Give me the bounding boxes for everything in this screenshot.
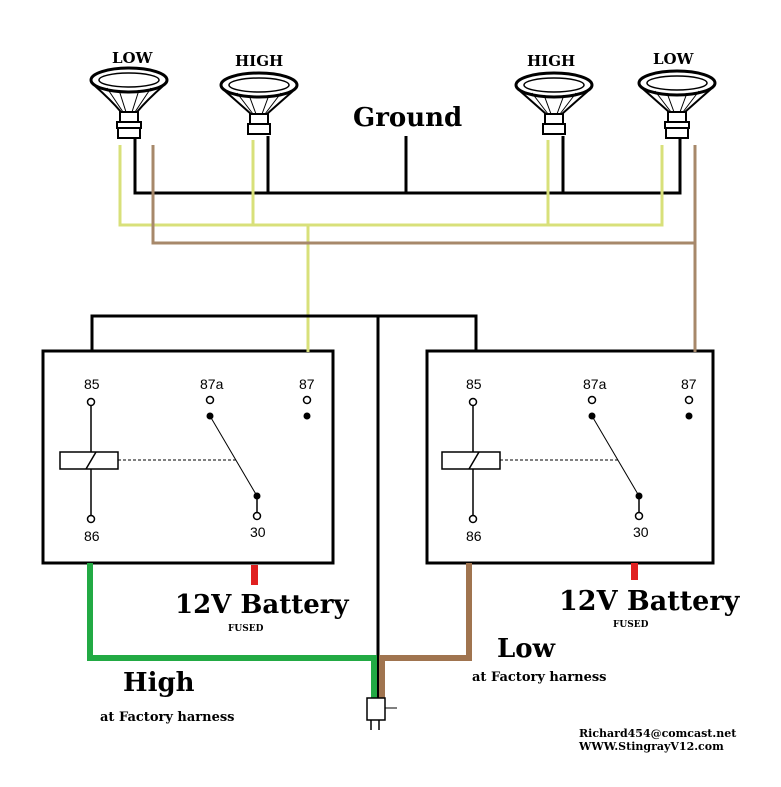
high-harness-label: High [123,668,195,698]
relay-right: 85 87a 87 86 30 [425,349,715,565]
relay-left: 85 87a 87 86 30 [41,349,335,565]
lamp-left-low [89,66,169,139]
battery-label-right: 12V Battery [559,586,741,617]
high-beam-wire [118,140,664,350]
lamp-label-left-low: LOW [112,49,154,67]
credit-email: Richard454@comcast.net [579,727,737,740]
battery-sub-left: FUSED [228,624,264,634]
low-beam-wire [151,145,697,350]
credit-site: WWW.StingrayV12.com [578,740,724,753]
battery-sub-right: FUSED [613,620,649,630]
battery-tab-left [251,565,258,585]
relay-right-pin-30: 30 [633,524,649,540]
relay-right-pin-85: 85 [466,376,482,392]
relay-right-pin-86: 86 [466,528,482,544]
relay-left-pin-87: 87 [299,376,315,392]
low-harness-wire [379,563,472,700]
relay-left-pin-30: 30 [250,524,266,540]
relay-left-pin-87a: 87a [200,376,224,392]
high-harness-wire [87,563,377,700]
lamp-left-high [219,71,299,135]
relay-ground-wire [90,314,478,700]
high-harness-sub: at Factory harness [100,710,235,725]
low-harness-sub: at Factory harness [472,670,607,685]
harness-connector-icon [366,697,397,730]
lamp-label-right-low: LOW [653,50,695,68]
battery-tab-right [631,563,638,580]
lamp-right-high [514,71,594,135]
relay-left-pin-85: 85 [84,376,100,392]
relay-right-pin-87: 87 [681,376,697,392]
relay-left-pin-86: 86 [84,528,100,544]
lamp-label-left-high: HIGH [235,52,283,70]
lamp-label-right-high: HIGH [527,52,575,70]
lamp-right-low [637,69,717,139]
low-harness-label: Low [497,634,556,664]
battery-label-left: 12V Battery [175,590,349,620]
ground-wire [133,136,682,195]
ground-label: Ground [353,103,462,133]
relay-right-pin-87a: 87a [583,376,607,392]
